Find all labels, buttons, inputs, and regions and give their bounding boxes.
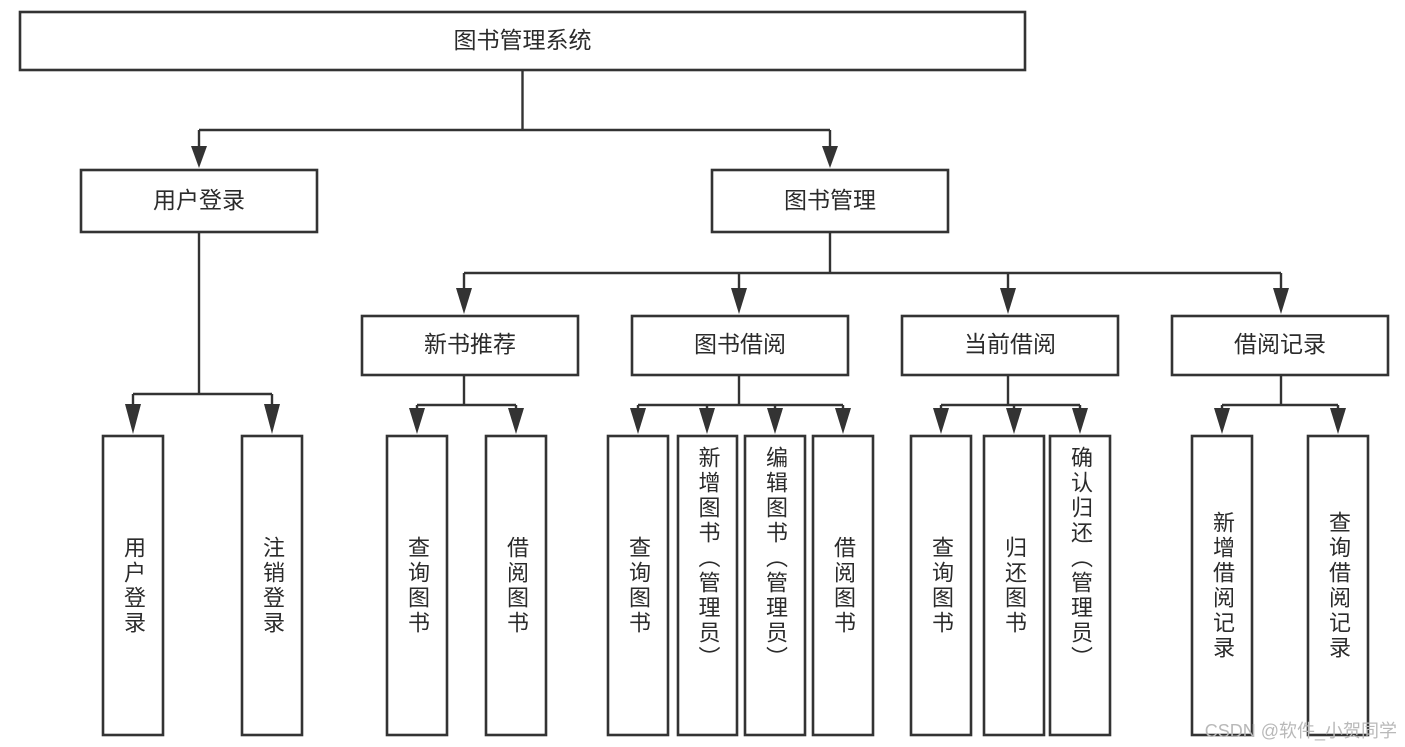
node-book-borrow-box[interactable]: [630, 314, 850, 377]
connector-group-user-login: [125, 232, 280, 434]
node-leaf-user-login-box[interactable]: [101, 434, 165, 737]
node-book-manage[interactable]: 图书管理: [710, 168, 950, 234]
node-leaf-confirm-return-box[interactable]: [1048, 434, 1112, 737]
node-leaf-borrow-book-1-box[interactable]: [484, 434, 548, 737]
node-book-borrow[interactable]: 图书借阅: [630, 314, 850, 377]
connector-group-borrow-record: [1214, 375, 1346, 434]
node-leaf-add-borrow-record-box[interactable]: [1190, 434, 1254, 737]
arrow-head-current-borrow: [1000, 288, 1016, 314]
node-leaf-edit-book-box[interactable]: [743, 434, 807, 737]
node-borrow-record[interactable]: 借阅记录: [1170, 314, 1390, 377]
leaf-label-edit-book: 编辑图书（管理员）: [763, 446, 788, 671]
leaf-label-query-book-1-wrap: 查询图书: [405, 535, 430, 636]
arrow-head-new-book-recommend: [456, 288, 472, 314]
leaf-label-query-book-1: 查询图书: [405, 535, 430, 636]
arrow-head-leaf-edit-book: [767, 408, 783, 434]
leaf-label-return-book-wrap: 归还图书: [1002, 535, 1027, 636]
node-user-login-label: 用户登录: [153, 187, 245, 213]
node-root-label: 图书管理系统: [454, 27, 592, 53]
arrow-head-leaf-confirm-return: [1072, 408, 1088, 434]
connector-group-book-manage: [456, 232, 1289, 314]
leaf-label-add-borrow-record: 新增借阅记录: [1210, 510, 1235, 661]
node-current-borrow-box[interactable]: [900, 314, 1120, 377]
leaf-label-user-logout-wrap: 注销登录: [260, 535, 285, 636]
leaf-label-confirm-return: 确认归还（管理员）: [1068, 446, 1093, 671]
node-leaf-query-book-2-box[interactable]: [606, 434, 670, 737]
leaf-label-confirm-return-wrap: 确认归还（管理员）: [1068, 446, 1093, 671]
leaf-label-query-book-2-wrap: 查询图书: [626, 535, 651, 636]
node-borrow-record-label: 借阅记录: [1234, 331, 1326, 357]
node-leaf-query-book-3-box[interactable]: [909, 434, 973, 737]
node-new-book-recommend-box[interactable]: [360, 314, 580, 377]
leaf-label-borrow-book-2-wrap: 借阅图书: [831, 535, 856, 636]
arrow-head-leaf-add-borrow-record: [1214, 408, 1230, 434]
leaf-label-query-book-3: 查询图书: [929, 535, 954, 636]
node-user-login[interactable]: 用户登录: [79, 168, 319, 234]
leaf-label-query-borrow-record: 查询借阅记录: [1326, 510, 1351, 661]
connector-group-new-book-recommend: [409, 375, 524, 434]
connector-group-book-borrow: [630, 375, 851, 434]
arrow-head-leaf-return-book: [1006, 408, 1022, 434]
arrow-head-leaf-query-book-1: [409, 408, 425, 434]
node-user-login-box[interactable]: [79, 168, 319, 234]
node-current-borrow[interactable]: 当前借阅: [900, 314, 1120, 377]
arrow-head-book-borrow: [731, 288, 747, 314]
leaf-label-add-book-wrap: 新增图书（管理员）: [695, 446, 721, 671]
arrow-head-user-login: [191, 146, 207, 168]
node-leaf-query-borrow-record-box[interactable]: [1306, 434, 1370, 737]
node-book-manage-label: 图书管理: [784, 187, 876, 213]
node-leaf-query-book-1-box[interactable]: [385, 434, 449, 737]
node-borrow-record-box[interactable]: [1170, 314, 1390, 377]
csdn-watermark: CSDN @软件_小贺同学: [1204, 721, 1397, 741]
arrow-head-leaf-query-book-3: [933, 408, 949, 434]
node-root-box[interactable]: [18, 10, 1027, 72]
leaf-label-add-book: 新增图书（管理员）: [695, 446, 721, 671]
node-new-book-recommend-label: 新书推荐: [424, 331, 516, 357]
arrow-head-leaf-query-borrow-record: [1330, 408, 1346, 434]
leaf-label-user-logout: 注销登录: [260, 535, 285, 636]
leaf-label-edit-book-wrap: 编辑图书（管理员）: [763, 446, 788, 671]
arrow-head-leaf-user-login: [125, 404, 141, 434]
node-leaf-return-book-box[interactable]: [982, 434, 1046, 737]
node-leaf-borrow-book-2-box[interactable]: [811, 434, 875, 737]
leaf-label-borrow-book-1: 借阅图书: [504, 535, 529, 636]
node-new-book-recommend[interactable]: 新书推荐: [360, 314, 580, 377]
arrow-head-leaf-user-logout: [264, 404, 280, 434]
node-book-borrow-label: 图书借阅: [694, 331, 786, 357]
node-current-borrow-label: 当前借阅: [964, 331, 1056, 357]
leaf-label-user-login-wrap: 用户登录: [121, 535, 146, 636]
leaf-label-user-login: 用户登录: [121, 535, 146, 636]
arrow-head-leaf-borrow-book-1: [508, 408, 524, 434]
node-root[interactable]: 图书管理系统: [18, 10, 1027, 72]
arrow-head-book-manage: [822, 146, 838, 168]
arrow-head-leaf-borrow-book-2: [835, 408, 851, 434]
connector-group-root: [191, 70, 838, 168]
arrow-head-leaf-query-book-2: [630, 408, 646, 434]
node-leaf-user-logout-box[interactable]: [240, 434, 304, 737]
leaf-label-add-borrow-record-wrap: 新增借阅记录: [1210, 510, 1235, 661]
leaf-label-query-book-3-wrap: 查询图书: [929, 535, 954, 636]
node-leaf-add-book-box[interactable]: [676, 434, 739, 737]
connector-group-current-borrow: [933, 375, 1088, 434]
leaf-label-query-borrow-record-wrap: 查询借阅记录: [1326, 510, 1351, 661]
arrow-head-leaf-add-book: [699, 408, 715, 434]
leaf-boxes: [101, 434, 1370, 737]
leaf-label-borrow-book-1-wrap: 借阅图书: [504, 535, 529, 636]
leaf-label-return-book: 归还图书: [1002, 535, 1027, 636]
arrow-head-borrow-record: [1273, 288, 1289, 314]
node-book-manage-box[interactable]: [710, 168, 950, 234]
leaf-label-borrow-book-2: 借阅图书: [831, 535, 856, 636]
leaf-label-query-book-2: 查询图书: [626, 535, 651, 636]
